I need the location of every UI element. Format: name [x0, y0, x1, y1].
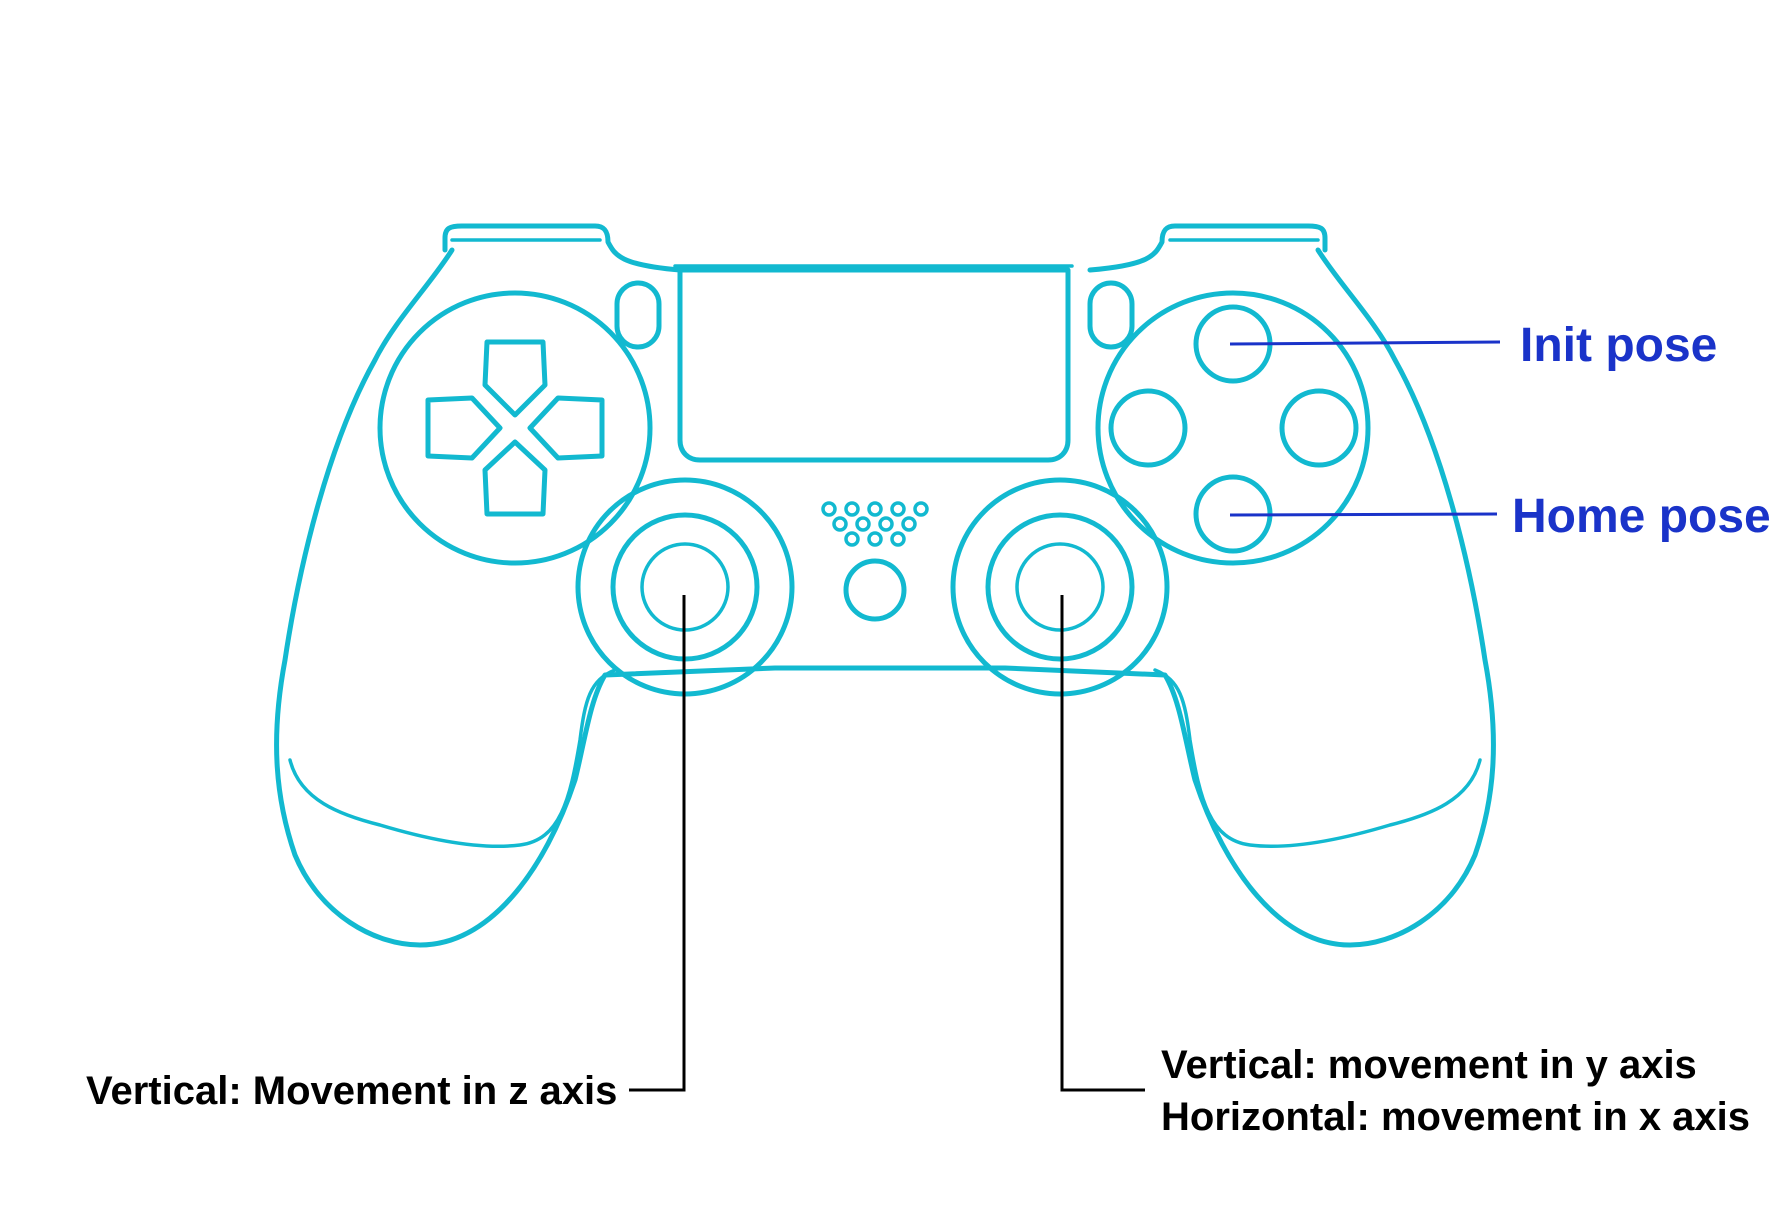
speaker-grille-icon	[821, 501, 929, 547]
speaker-hole	[878, 516, 894, 532]
speaker-hole	[901, 516, 917, 532]
options-button	[1087, 280, 1135, 350]
home-pose-label: Home pose	[1512, 490, 1771, 543]
speaker-hole	[867, 501, 883, 517]
dpad-right	[527, 395, 605, 461]
left-grip-inner	[288, 668, 617, 849]
right-stick-leader	[1060, 595, 1145, 1092]
speaker-hole	[867, 531, 883, 547]
face-buttons-icon	[1108, 304, 1359, 554]
right-stick-icon	[950, 477, 1170, 697]
dpad-up	[482, 339, 548, 418]
dpad-down	[482, 439, 548, 517]
dpad-icon	[425, 339, 605, 517]
right-grip-inner	[1153, 668, 1482, 849]
speaker-hole	[844, 531, 860, 547]
left-bumper	[442, 223, 683, 273]
speaker-hole	[855, 516, 871, 532]
init-pose-label: Init pose	[1520, 319, 1717, 372]
speaker-hole	[913, 501, 929, 517]
home-pose-leader	[1229, 512, 1498, 517]
right-stick-label-line2: Horizontal: movement in x axis	[1161, 1095, 1750, 1139]
share-button	[614, 280, 662, 350]
face-button-left	[1108, 388, 1188, 468]
right-stick-cap	[985, 512, 1135, 662]
left-stick-leader	[629, 595, 686, 1092]
speaker-hole	[890, 531, 906, 547]
gamepad-outline-icon	[274, 223, 1496, 948]
home-button-icon	[843, 558, 907, 622]
speaker-hole	[821, 501, 837, 517]
dpad-left	[425, 395, 503, 461]
right-stick-housing	[950, 477, 1170, 697]
right-stick-center	[1015, 542, 1105, 632]
init-pose-leader	[1229, 340, 1501, 346]
face-buttons-ring	[1095, 290, 1371, 566]
face-button-right	[1279, 388, 1359, 468]
touchpad	[677, 267, 1071, 463]
speaker-hole	[832, 516, 848, 532]
left-stick-label: Vertical: Movement in z axis	[86, 1069, 617, 1113]
right-stick-label-line1: Vertical: movement in y axis	[1161, 1043, 1697, 1087]
dpad-ring	[377, 290, 653, 566]
right-bumper	[1087, 223, 1328, 273]
speaker-hole	[844, 501, 860, 517]
speaker-hole	[890, 501, 906, 517]
controller-body	[274, 247, 1496, 948]
